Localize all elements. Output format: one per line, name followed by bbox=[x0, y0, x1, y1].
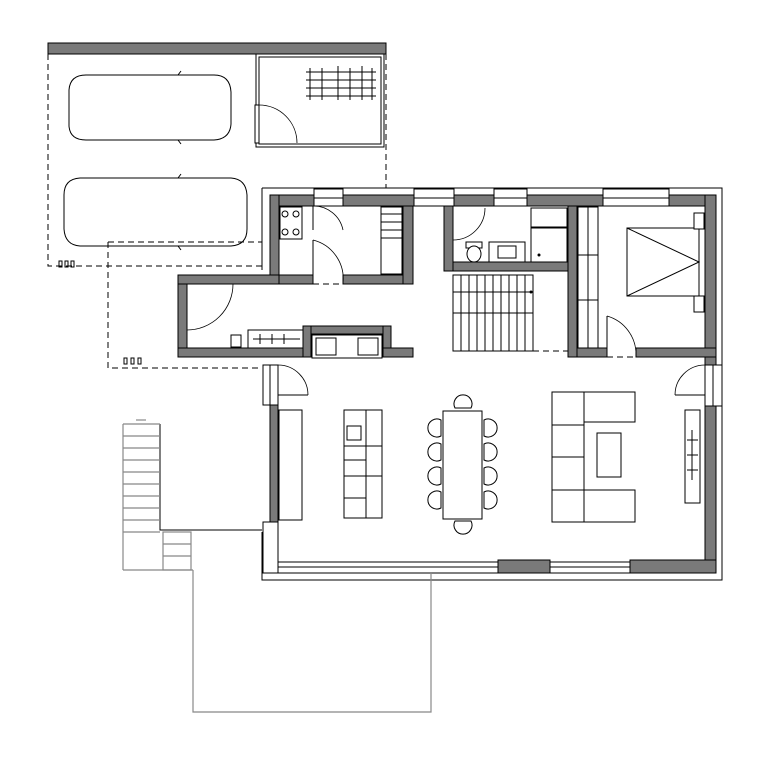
carport-roof-wall bbox=[47, 42, 387, 55]
car-icon bbox=[63, 173, 248, 251]
shelf-unit bbox=[380, 206, 403, 275]
bicycle-icon bbox=[306, 66, 376, 100]
sideboard bbox=[278, 409, 303, 521]
cooktop-icon bbox=[279, 206, 303, 240]
toilet-icon bbox=[465, 241, 483, 263]
windows bbox=[262, 188, 723, 574]
coffee-table bbox=[596, 432, 622, 478]
bathroom bbox=[465, 207, 568, 263]
door-swing-icon bbox=[186, 205, 706, 396]
car-icon bbox=[68, 70, 232, 145]
interior-walls bbox=[278, 205, 717, 358]
utility-room bbox=[279, 206, 403, 275]
tv-unit bbox=[684, 409, 701, 504]
living-dining bbox=[278, 391, 701, 535]
kitchen-island bbox=[343, 409, 383, 519]
post-marks bbox=[123, 357, 142, 365]
dining-chairs bbox=[427, 394, 498, 535]
stair-icon bbox=[452, 274, 534, 352]
carport bbox=[47, 42, 387, 268]
post-marks bbox=[58, 260, 75, 268]
bed-icon bbox=[626, 212, 705, 313]
bedroom bbox=[577, 206, 705, 349]
dining-table bbox=[442, 410, 483, 520]
terrace bbox=[122, 419, 432, 713]
shower bbox=[530, 227, 568, 263]
canopy-outline bbox=[107, 241, 262, 369]
washbasin bbox=[488, 241, 526, 263]
kitchen-counter bbox=[311, 334, 383, 359]
sofa-icon bbox=[551, 391, 636, 523]
bike-storage bbox=[254, 53, 385, 148]
stair-icon bbox=[122, 419, 192, 571]
wardrobe bbox=[577, 206, 599, 349]
wardrobe bbox=[230, 329, 304, 349]
